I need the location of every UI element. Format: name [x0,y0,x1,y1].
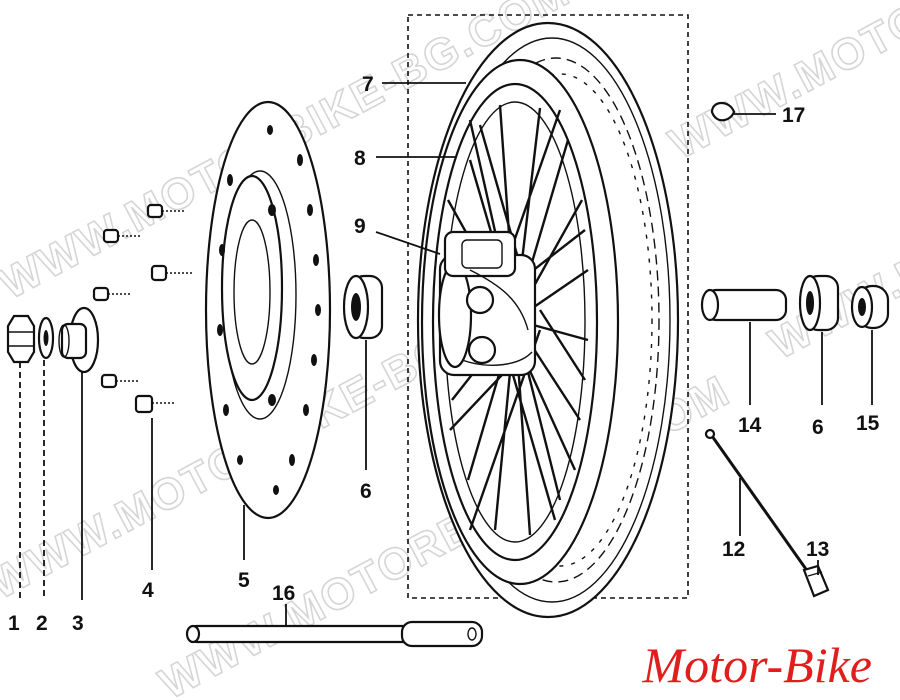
leader-9 [375,231,441,255]
speedo-drive [443,230,517,278]
disc-center-hole [233,219,271,365]
spoke-nipple [802,564,830,598]
hub-shading [461,269,533,366]
callout-8: 8 [354,147,366,170]
bolt-2 [102,228,142,244]
spacer-flange [58,306,100,374]
bolt-3 [150,264,192,282]
bearing-right [798,274,840,332]
disc-vent-holes [217,125,321,495]
speedo-drive-detail [461,239,503,269]
hub-boss-upper [465,285,495,315]
callout-6-right: 6 [812,416,824,439]
callout-15: 15 [856,412,880,435]
callout-3: 3 [72,612,84,635]
callout-1: 1 [8,612,20,635]
callout-12: 12 [722,538,745,561]
callout-14: 14 [738,414,762,437]
axle-nut [6,314,36,364]
callout-2: 2 [36,612,48,635]
bearing-left [342,274,384,340]
bolt-5 [100,373,140,389]
front-axle [185,620,484,648]
brake-disc [204,100,332,520]
callout-4: 4 [142,579,154,602]
callout-13: 13 [806,538,829,561]
disc-carrier [220,174,284,402]
leader-lines [19,82,873,626]
callout-5: 5 [238,569,250,592]
watermark-4: WWW.MOTORBIKE-BG.COM [662,0,900,169]
callout-7: 7 [362,73,374,96]
callout-9: 9 [354,215,366,238]
brand-logo-text: Motor-Bike [642,637,872,693]
callout-labels: 1 2 3 4 5 6 7 8 9 12 13 14 6 15 16 17 [8,73,880,635]
disc-bolts [92,203,192,414]
bolt-1 [146,203,186,219]
callout-6-left: 6 [360,480,372,503]
tyre-tread-3 [467,73,653,567]
bolt-6 [134,394,176,414]
callout-17: 17 [782,104,805,127]
valve-clip [710,101,736,122]
bolt-4 [92,286,132,302]
spacer-right [850,284,890,330]
axle-sleeve [700,288,788,322]
wheel-assembly [416,21,680,619]
washer [37,316,55,360]
spoke-part [704,428,810,573]
hub-flange [437,261,473,369]
hub-boss-lower [467,335,497,365]
callout-16: 16 [272,582,295,605]
